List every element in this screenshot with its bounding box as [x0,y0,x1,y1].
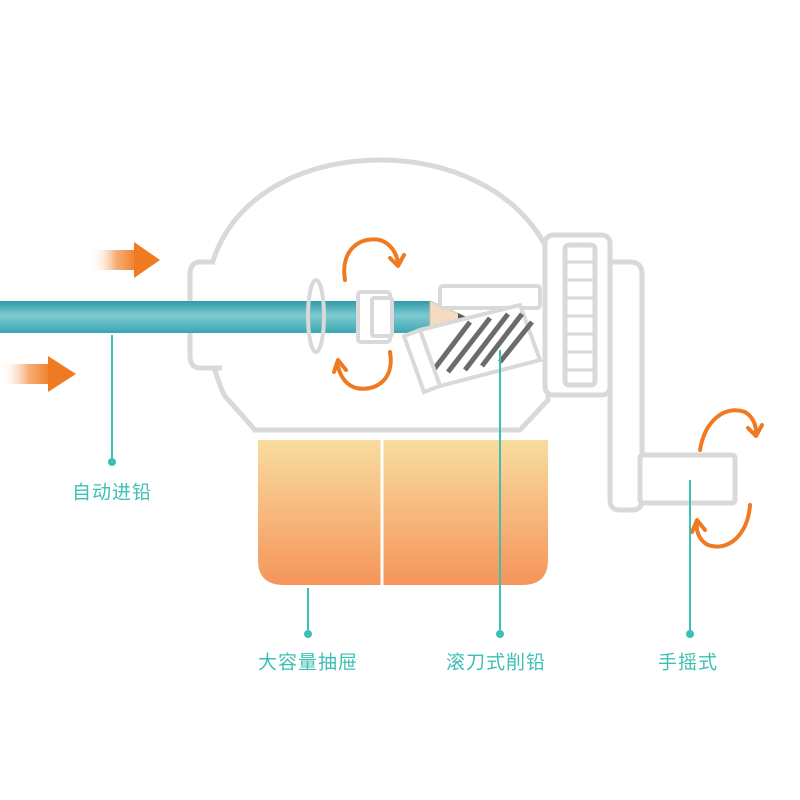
entry-ring [306,278,326,354]
feed-arrow-icon [90,242,160,278]
roller-blade [401,302,543,395]
label-roller-blade: 滚刀式削铅 [445,651,547,674]
pencil-clamp [356,284,542,344]
leader-dots [108,458,694,638]
leader-lines [111,335,691,632]
rotation-arrow-icon [332,237,406,391]
pencil [0,300,468,334]
rotation-arrow-icon [690,408,764,549]
drawer [258,440,548,585]
label-large-drawer: 大容量抽屉 [257,651,359,674]
gear-wheel [542,232,613,398]
crank-arm [607,259,738,513]
feed-arrow-icon [0,356,76,392]
label-hand-crank: 手摇式 [657,651,719,674]
label-auto-feed: 自动进铅 [71,481,153,504]
